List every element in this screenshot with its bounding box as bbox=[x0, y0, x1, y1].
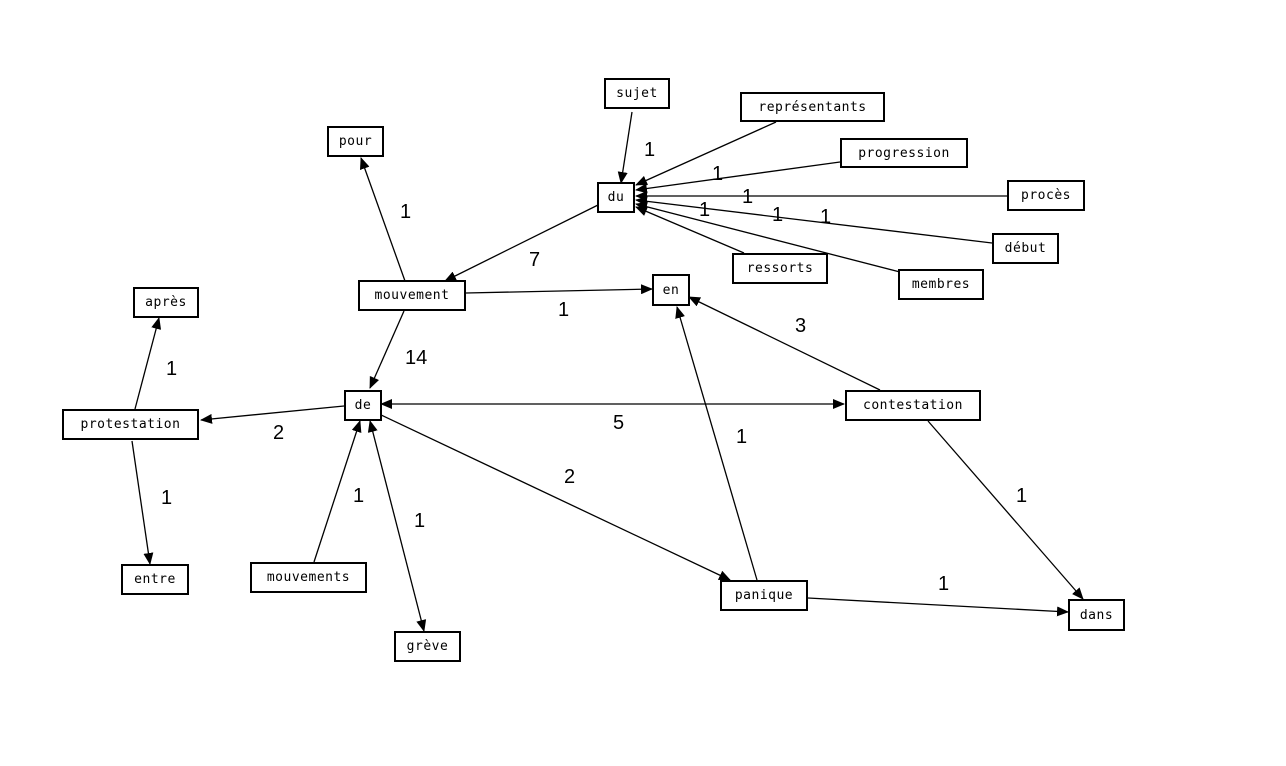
node-proces[interactable]: procès bbox=[1007, 180, 1085, 211]
edge-label-mouvement-en: 1 bbox=[558, 299, 570, 321]
edge-label-de-greve: 1 bbox=[414, 510, 426, 532]
node-apres[interactable]: après bbox=[133, 287, 199, 318]
edge-ressorts-du bbox=[635, 206, 745, 254]
edge-label-panique-en: 1 bbox=[736, 426, 748, 448]
edge-mouvement-pour bbox=[359, 157, 406, 282]
edge-label-contestation-dans: 1 bbox=[1016, 485, 1028, 507]
edge-de-panique bbox=[378, 413, 731, 581]
node-membres[interactable]: membres bbox=[898, 269, 984, 300]
node-greve[interactable]: grève bbox=[394, 631, 461, 662]
node-ressorts[interactable]: ressorts bbox=[732, 253, 828, 284]
edge-label-du-mouvement: 7 bbox=[529, 249, 541, 271]
edge-membres-du bbox=[635, 201, 901, 273]
node-progression[interactable]: progression bbox=[840, 138, 968, 168]
edge-label-mouvement-pour: 1 bbox=[400, 201, 412, 223]
edge-progression-du bbox=[635, 161, 841, 194]
edge-sujet-du bbox=[617, 111, 633, 184]
node-entre[interactable]: entre bbox=[121, 564, 189, 595]
edge-label-sujet-du: 1 bbox=[644, 139, 656, 161]
edge-protestation-apres bbox=[134, 317, 162, 410]
edge-du-mouvement bbox=[444, 204, 599, 282]
edge-panique-dans bbox=[807, 597, 1069, 617]
edge-mouvement-de bbox=[369, 310, 405, 389]
edge-label-panique-dans: 1 bbox=[938, 573, 950, 595]
node-dans[interactable]: dans bbox=[1068, 599, 1125, 631]
node-de[interactable]: de bbox=[344, 390, 382, 421]
edge-mouvement-en bbox=[465, 284, 653, 295]
node-du[interactable]: du bbox=[597, 182, 635, 213]
edge-mouvements-de bbox=[313, 420, 362, 563]
edge-panique-en bbox=[675, 306, 758, 581]
node-en[interactable]: en bbox=[652, 274, 690, 306]
edge-label-mouvement-de: 14 bbox=[405, 347, 428, 369]
node-sujet[interactable]: sujet bbox=[604, 78, 670, 109]
edge-label-proces-du: 1 bbox=[742, 186, 754, 208]
node-representants[interactable]: représentants bbox=[740, 92, 885, 122]
node-debut[interactable]: début bbox=[992, 233, 1059, 264]
edge-representants-du bbox=[635, 121, 777, 186]
edge-label-de-contestation: 5 bbox=[613, 412, 625, 434]
edge-label-progression-du: 1 bbox=[712, 163, 724, 185]
node-panique[interactable]: panique bbox=[720, 580, 808, 611]
edge-contestation-dans bbox=[927, 420, 1084, 600]
edge-label-mouvements-de: 1 bbox=[353, 485, 365, 507]
edge-label-ressorts-du: 1 bbox=[699, 199, 711, 221]
node-pour[interactable]: pour bbox=[327, 126, 384, 157]
edge-de-protestation bbox=[200, 405, 345, 424]
node-protestation[interactable]: protestation bbox=[62, 409, 199, 440]
edge-label-debut-du: 1 bbox=[772, 204, 784, 226]
node-mouvements[interactable]: mouvements bbox=[250, 562, 367, 593]
edge-protestation-entre bbox=[131, 440, 154, 565]
edge-debut-du bbox=[635, 196, 993, 244]
edge-label-de-protestation: 2 bbox=[273, 422, 285, 444]
edge-de-greve bbox=[367, 420, 427, 632]
edge-label-contestation-en: 3 bbox=[795, 315, 807, 337]
edge-contestation-en bbox=[688, 296, 881, 391]
node-mouvement[interactable]: mouvement bbox=[358, 280, 466, 311]
edge-label-de-panique: 2 bbox=[564, 466, 576, 488]
edge-label-protestation-apres: 1 bbox=[166, 358, 178, 380]
edge-label-protestation-entre: 1 bbox=[161, 487, 173, 509]
node-contestation[interactable]: contestation bbox=[845, 390, 981, 421]
edge-label-membres-du: 1 bbox=[820, 206, 832, 228]
